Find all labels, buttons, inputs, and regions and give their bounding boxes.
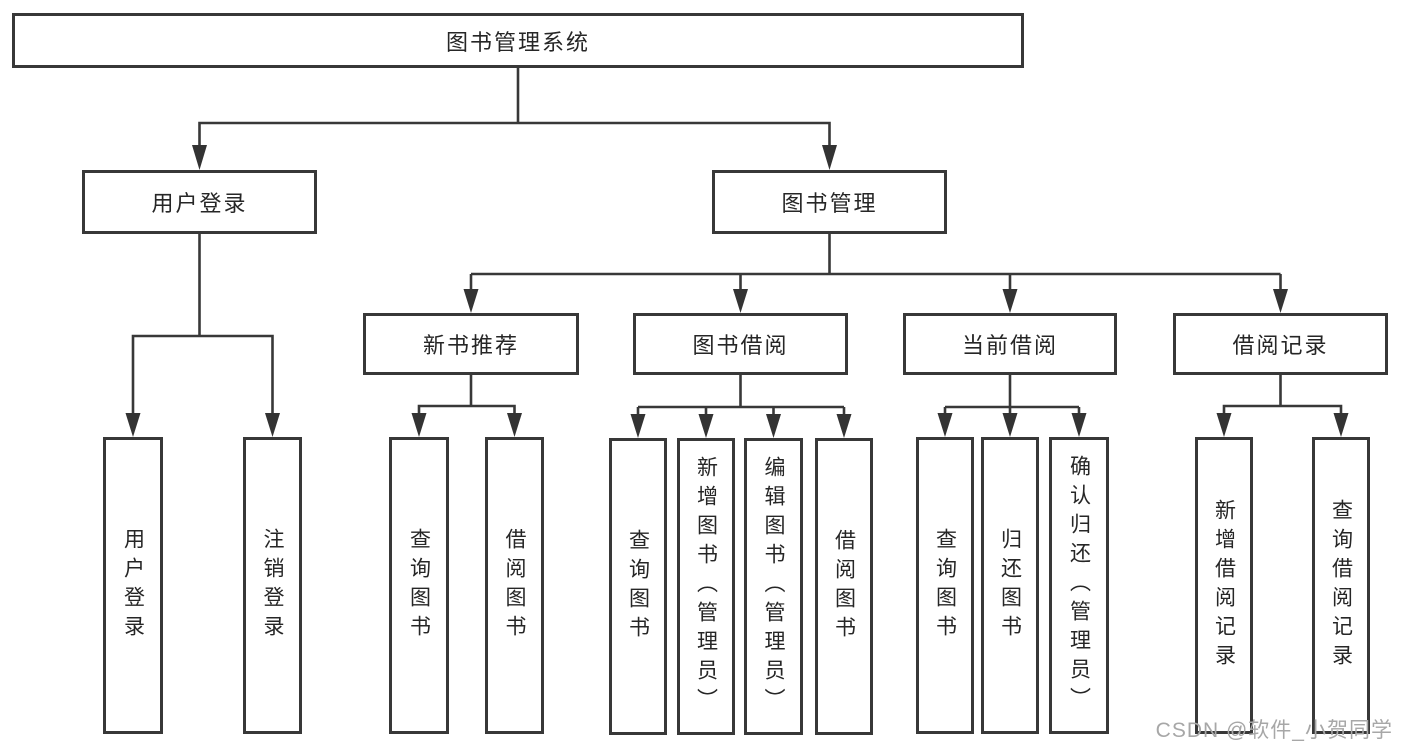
arrowhead-icon <box>1216 413 1232 437</box>
leaf-br-add-record: 新增借阅记录 <box>1195 437 1253 734</box>
arrowhead-icon <box>733 289 748 313</box>
leaf-bb-add-books-admin-label: 新增图书（管理员） <box>694 456 718 717</box>
leaf-logout-label: 注销登录 <box>261 527 284 644</box>
leaf-bb-add-books-admin: 新增图书（管理员） <box>677 438 735 735</box>
leaf-nb-query-books-label: 查询图书 <box>407 527 431 644</box>
arrowhead-icon <box>1333 413 1349 437</box>
node-user-login-label: 用户登录 <box>151 191 248 216</box>
node-new-book-recommend-label: 新书推荐 <box>422 333 519 358</box>
connector-user-login <box>131 234 274 418</box>
leaf-bb-borrow-books: 借阅图书 <box>815 438 873 735</box>
arrowhead-icon <box>698 414 714 438</box>
arrowhead-icon <box>1273 289 1288 313</box>
connector-root <box>198 68 831 150</box>
node-current-borrow-label: 当前借阅 <box>961 333 1058 358</box>
leaf-cb-confirm-return-admin-label: 确认归还（管理员） <box>1067 455 1091 716</box>
csdn-watermark: CSDN @软件_小贺同学 <box>1155 719 1393 742</box>
node-root-system: 图书管理系统 <box>12 13 1024 68</box>
leaf-nb-borrow-books: 借阅图书 <box>485 437 544 734</box>
leaf-nb-borrow-books-label: 借阅图书 <box>503 527 526 644</box>
arrowhead-icon <box>1002 289 1018 313</box>
leaf-bb-edit-books-admin: 编辑图书（管理员） <box>744 438 803 735</box>
arrowhead-icon <box>822 145 837 170</box>
node-user-login: 用户登录 <box>82 170 317 234</box>
arrowhead-icon <box>836 414 852 438</box>
arrowhead-icon <box>192 145 207 170</box>
node-borrow-records-label: 借阅记录 <box>1232 333 1329 358</box>
leaf-user-login: 用户登录 <box>103 437 163 734</box>
arrowhead-icon <box>265 413 280 437</box>
arrowhead-icon <box>630 414 646 438</box>
node-current-borrow: 当前借阅 <box>903 313 1117 375</box>
node-book-borrow-label: 图书借阅 <box>692 333 789 358</box>
leaf-user-login-label: 用户登录 <box>121 527 145 644</box>
leaf-br-query-record: 查询借阅记录 <box>1312 437 1370 734</box>
connector-new-book-recommend <box>417 375 516 418</box>
node-borrow-records: 借阅记录 <box>1173 313 1388 375</box>
leaf-br-query-record-label: 查询借阅记录 <box>1329 498 1353 673</box>
leaf-nb-query-books: 查询图书 <box>389 437 449 734</box>
arrowhead-icon <box>507 413 522 437</box>
leaf-cb-confirm-return-admin: 确认归还（管理员） <box>1049 437 1109 734</box>
connector-borrow-records <box>1222 375 1343 418</box>
leaf-cb-return-books-label: 归还图书 <box>998 527 1022 644</box>
arrowhead-icon <box>411 413 427 437</box>
arrowhead-icon <box>1071 413 1087 437</box>
connector-current-borrow <box>943 375 1081 419</box>
arrowhead-icon <box>937 413 953 437</box>
leaf-cb-return-books: 归还图书 <box>981 437 1039 734</box>
node-book-management-label: 图书管理 <box>781 191 878 216</box>
leaf-bb-query-books-label: 查询图书 <box>626 528 650 645</box>
node-root-label: 图书管理系统 <box>445 29 590 55</box>
arrowheads <box>125 145 1349 438</box>
node-new-book-recommend: 新书推荐 <box>363 313 579 375</box>
node-book-borrow: 图书借阅 <box>633 313 848 375</box>
leaf-bb-borrow-books-label: 借阅图书 <box>832 528 856 645</box>
arrowhead-icon <box>125 413 141 437</box>
arrowhead-icon <box>463 289 479 313</box>
arrowhead-icon <box>766 414 781 438</box>
connector-book-borrow <box>636 375 846 419</box>
leaf-cb-query-books-label: 查询图书 <box>933 527 957 644</box>
leaf-br-add-record-label: 新增借阅记录 <box>1212 498 1236 673</box>
leaf-cb-query-books: 查询图书 <box>916 437 974 734</box>
connector-book-management <box>469 234 1282 295</box>
leaf-logout: 注销登录 <box>243 437 302 734</box>
leaf-bb-edit-books-admin-label: 编辑图书（管理员） <box>762 456 785 717</box>
arrowhead-icon <box>1002 413 1018 437</box>
node-book-management: 图书管理 <box>712 170 947 234</box>
leaf-bb-query-books: 查询图书 <box>609 438 667 735</box>
